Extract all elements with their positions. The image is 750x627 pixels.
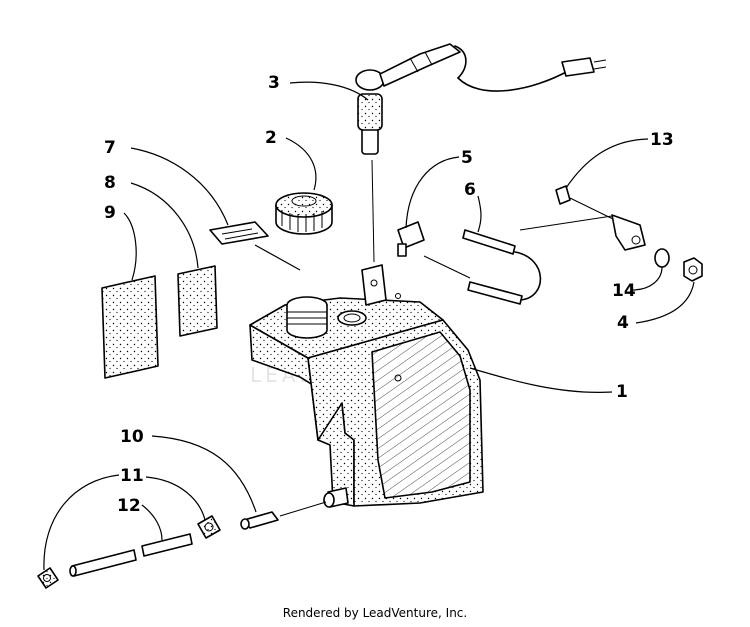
leader-1 <box>469 367 613 393</box>
callout-14: 14 <box>612 281 636 301</box>
leader-8 <box>130 182 199 269</box>
callout-3: 3 <box>268 73 280 93</box>
decal-7 <box>209 221 269 245</box>
decal-9 <box>101 275 159 379</box>
leader-12 <box>141 504 163 541</box>
leader-2 <box>285 137 317 191</box>
leader-13 <box>565 138 649 189</box>
callout-12: 12 <box>117 496 141 516</box>
callout-8: 8 <box>104 173 116 193</box>
leader-9 <box>123 212 137 281</box>
footer-credit: Rendered by LeadVenture, Inc. <box>282 606 468 620</box>
filler-cap <box>275 192 333 235</box>
vent-fitting <box>397 221 425 257</box>
leader-6 <box>477 195 482 233</box>
leader-5 <box>405 156 460 229</box>
callout-numbers: 1 2 3 4 5 6 7 8 9 10 11 12 13 14 <box>104 73 674 516</box>
callout-13: 13 <box>650 130 674 150</box>
oil-level-sender <box>355 43 607 263</box>
leader-lines <box>43 81 695 571</box>
leader-7 <box>130 147 229 226</box>
leader-11b <box>145 476 206 521</box>
leader-11a <box>43 474 120 571</box>
leader-10 <box>151 435 257 513</box>
callout-2: 2 <box>265 128 277 148</box>
mounting-hardware <box>519 185 703 282</box>
callout-7: 7 <box>104 138 116 158</box>
callout-1: 1 <box>616 382 628 402</box>
callout-4: 4 <box>617 313 629 333</box>
leader-4 <box>635 281 695 324</box>
callout-9: 9 <box>104 203 116 223</box>
callout-6: 6 <box>464 180 476 200</box>
outlet-line <box>37 501 327 589</box>
leader-7b <box>254 244 301 271</box>
decal-8 <box>177 265 218 337</box>
oil-tank <box>249 264 484 508</box>
leader-3 <box>289 81 369 101</box>
callout-5: 5 <box>461 148 473 168</box>
leader-14 <box>631 266 663 291</box>
vent-hose <box>423 229 542 305</box>
callout-11: 11 <box>120 466 144 486</box>
callout-10: 10 <box>120 427 144 447</box>
